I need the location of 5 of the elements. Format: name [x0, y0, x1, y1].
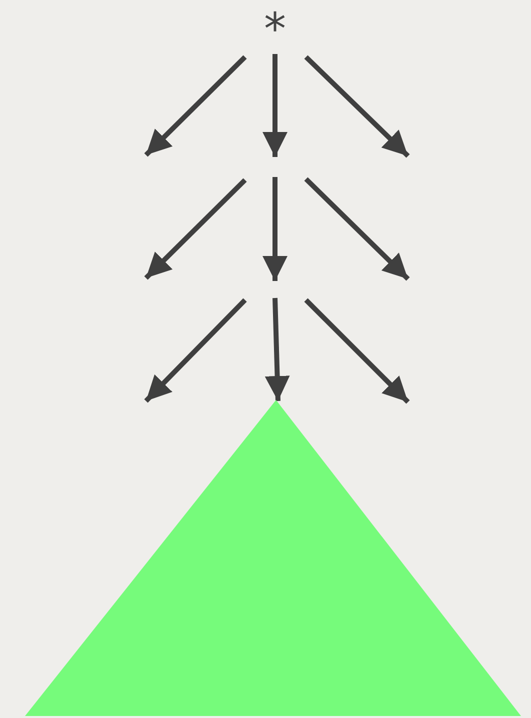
arrow: [304, 55, 410, 158]
asterisk-label: *: [255, 2, 295, 50]
arrow: [262, 54, 288, 157]
arrow: [144, 55, 247, 157]
arrow: [264, 298, 290, 402]
